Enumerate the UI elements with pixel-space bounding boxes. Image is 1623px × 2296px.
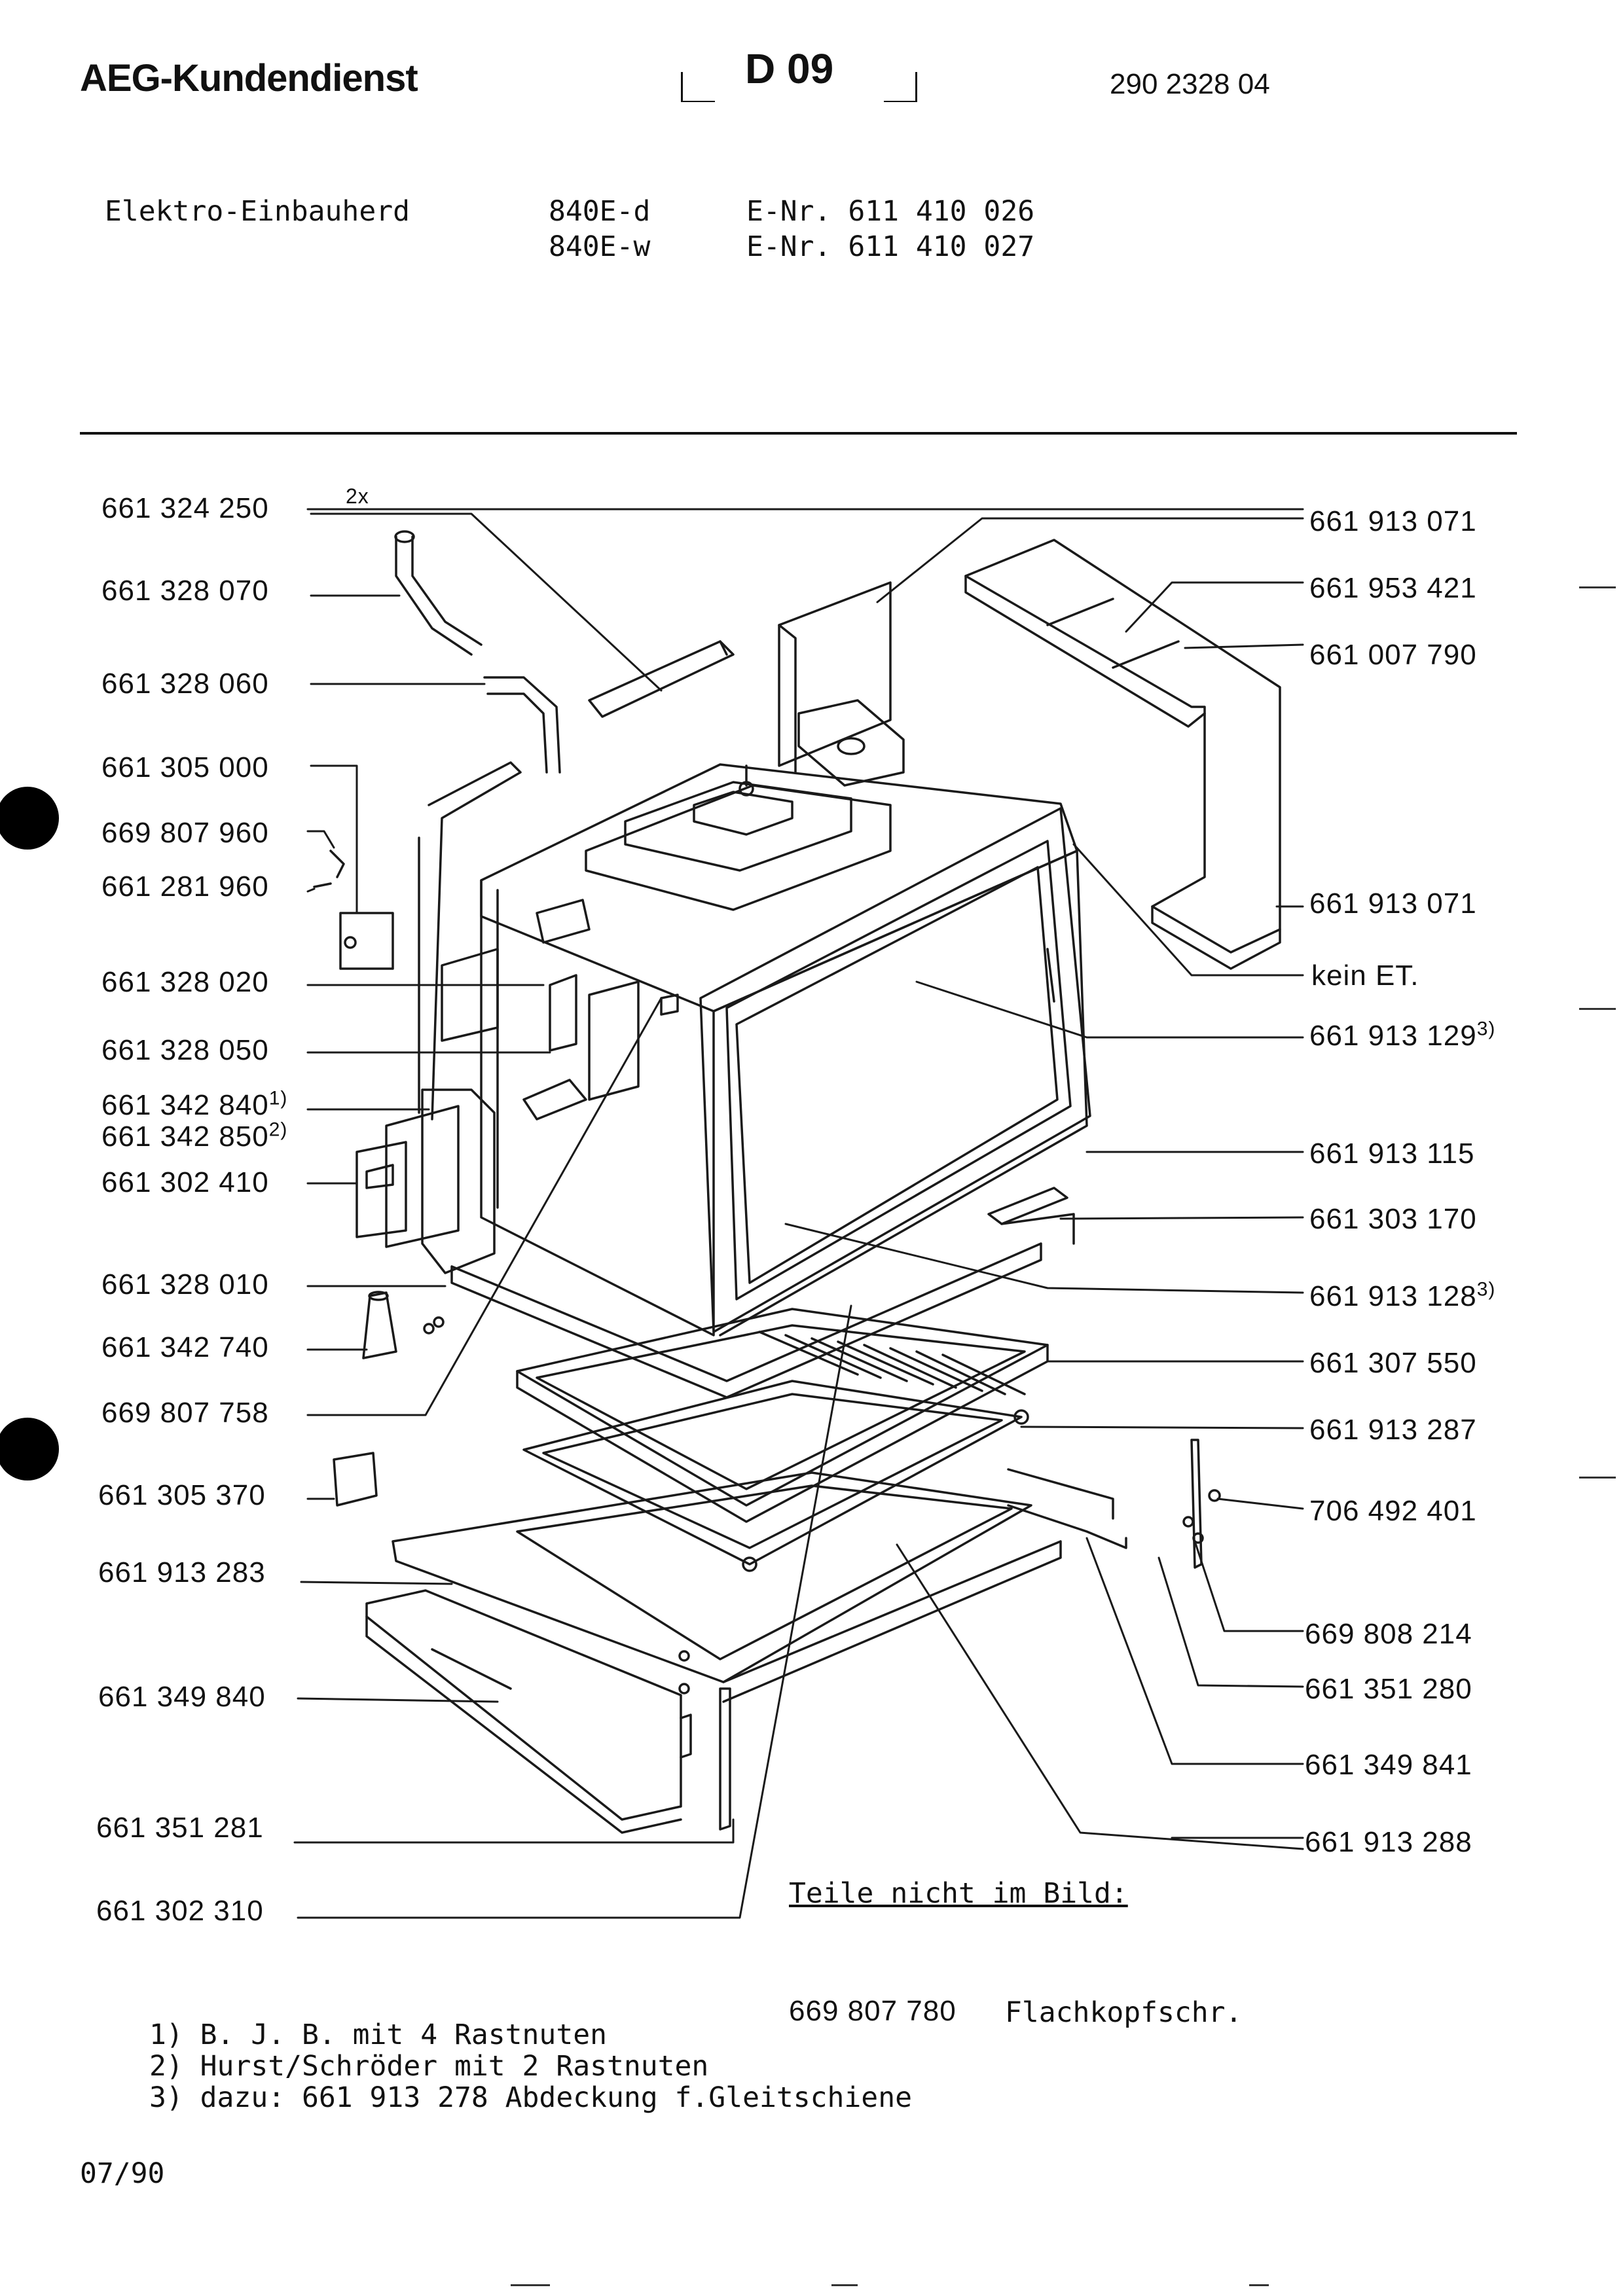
insulation-back-panel: [778, 581, 892, 774]
part-label: 661 342 8502): [101, 1119, 288, 1153]
part-label: 661 351 280: [1305, 1673, 1472, 1705]
leader-lines-right: [784, 517, 1304, 1850]
leader-lines-left: [293, 508, 1304, 1919]
part-label: 661 913 287: [1309, 1414, 1477, 1446]
footnote-1: 1) B. J. B. mit 4 Rastnuten: [149, 2018, 607, 2051]
part-label: 661 342 740: [101, 1331, 269, 1363]
not-shown-desc: Flachkopfschr.: [1005, 1996, 1243, 2029]
footnote-3: 3) dazu: 661 913 278 Abdeckung f.Gleitsc…: [149, 2081, 912, 2114]
part-label: 661 302 310: [96, 1895, 264, 1927]
not-shown-pn: 669 807 780: [789, 1995, 957, 2027]
part-label: 669 808 214: [1305, 1618, 1472, 1650]
part-label: 661 281 960: [101, 870, 269, 903]
part-label: 661 328 020: [101, 966, 269, 998]
part-label: 661 307 550: [1309, 1347, 1477, 1379]
edge-tick: [511, 2284, 550, 2286]
part-label: 661 305 370: [98, 1479, 266, 1511]
part-label: 661 913 283: [98, 1556, 266, 1588]
punch-hole-bottom: [0, 1418, 59, 1480]
part-label: 661 953 421: [1309, 572, 1477, 604]
part-label: 661 328 070: [101, 575, 269, 607]
part-label: 661 913 288: [1305, 1826, 1472, 1858]
oven-body-outline: [480, 763, 1088, 1336]
revision-date: 07/90: [80, 2157, 165, 2190]
model-2: 840E-w: [549, 230, 651, 263]
part-label: 661 328 050: [101, 1034, 269, 1066]
part-label: 661 913 1293): [1309, 1018, 1496, 1052]
small-parts: [333, 1291, 1221, 1569]
enr-1: E-Nr. 611 410 026: [746, 195, 1035, 228]
edge-tick: [1579, 1477, 1616, 1479]
punch-hole-top: [0, 787, 59, 850]
not-shown-heading: Teile nicht im Bild:: [789, 1877, 1128, 1910]
part-label: 661 913 115: [1309, 1138, 1475, 1170]
part-label: 661 349 841: [1305, 1749, 1472, 1781]
part-label: 661 913 071: [1309, 505, 1477, 537]
part-label: 661 328 010: [101, 1268, 269, 1300]
header-divider: [80, 432, 1517, 435]
document-number: 290 2328 04: [1110, 68, 1270, 100]
part-label: 661 007 790: [1309, 639, 1477, 671]
part-label: 661 342 8401): [101, 1087, 288, 1121]
part-label: 661 913 071: [1309, 888, 1477, 920]
manual-code: D 09: [745, 45, 834, 92]
duct-pipes: [394, 530, 561, 1121]
part-label: 706 492 401: [1309, 1495, 1477, 1527]
part-label: 661 328 060: [101, 668, 269, 700]
product-name: Elektro-Einbauherd: [105, 195, 410, 228]
edge-tick: [1579, 586, 1616, 588]
part-label: 661 324 250: [101, 492, 269, 524]
left-components: [313, 850, 679, 1274]
baking-tray: [522, 1380, 1029, 1572]
bottom-side-rails: [365, 1504, 1127, 1834]
insulation-u-shape: [964, 539, 1281, 970]
edge-tick: [1579, 1008, 1616, 1010]
bottom-frame: [392, 1468, 1114, 1703]
quantity-mark: 2x: [346, 484, 369, 508]
model-1: 840E-d: [549, 195, 651, 228]
part-label: 669 807 758: [101, 1397, 269, 1429]
edge-tick: [1249, 2284, 1269, 2286]
part-label: 661 349 840: [98, 1681, 266, 1713]
enr-2: E-Nr. 611 410 027: [746, 230, 1035, 263]
brand-title: AEG-Kundendienst: [80, 57, 418, 99]
top-plate-fan: [585, 699, 905, 911]
front-trim-bar: [588, 640, 735, 718]
oven-rack: [516, 1308, 1049, 1523]
edge-tick: [831, 2284, 858, 2286]
part-label: 669 807 960: [101, 817, 269, 849]
part-label: 661 305 000: [101, 751, 269, 783]
part-label: 661 351 281: [96, 1812, 264, 1844]
part-label: 661 913 1283): [1309, 1278, 1496, 1312]
oven-front-frame: [699, 807, 1091, 1333]
part-label: 661 302 410: [101, 1166, 269, 1198]
part-label: kein ET.: [1311, 960, 1419, 992]
part-label: 661 303 170: [1309, 1203, 1477, 1235]
footnote-2: 2) Hurst/Schröder mit 2 Rastnuten: [149, 2050, 709, 2083]
